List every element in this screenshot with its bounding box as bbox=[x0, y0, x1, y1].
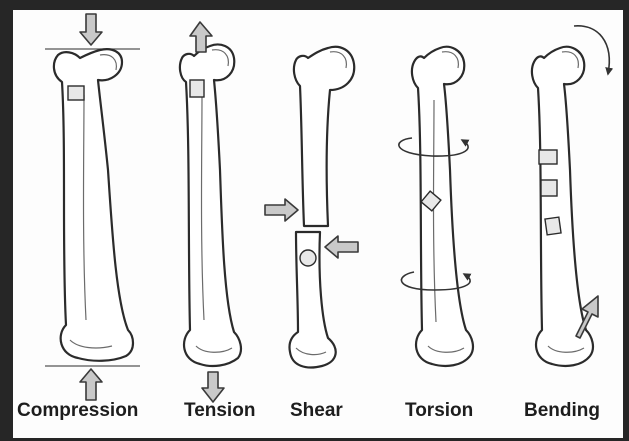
down-arrow bbox=[80, 14, 102, 45]
bone-shear bbox=[265, 47, 358, 368]
stress-cube bbox=[68, 86, 84, 100]
label-shear: Shear bbox=[290, 400, 343, 422]
stress-cube bbox=[541, 180, 557, 196]
stress-cube bbox=[539, 150, 557, 164]
bone-compression bbox=[45, 14, 140, 400]
bone-torsion bbox=[399, 47, 473, 366]
label-tension: Tension bbox=[184, 400, 255, 422]
right-arrow bbox=[265, 199, 298, 221]
label-bending: Bending bbox=[524, 400, 600, 422]
bone-bending bbox=[532, 26, 609, 366]
stress-cube bbox=[300, 250, 316, 266]
label-torsion: Torsion bbox=[405, 400, 473, 422]
up-arrow bbox=[80, 369, 102, 400]
label-compression: Compression bbox=[17, 400, 138, 422]
bone-tension bbox=[180, 22, 241, 402]
down-arrow bbox=[202, 372, 224, 402]
left-arrow bbox=[325, 236, 358, 258]
stress-cube bbox=[545, 217, 561, 235]
stress-cube bbox=[190, 80, 204, 97]
